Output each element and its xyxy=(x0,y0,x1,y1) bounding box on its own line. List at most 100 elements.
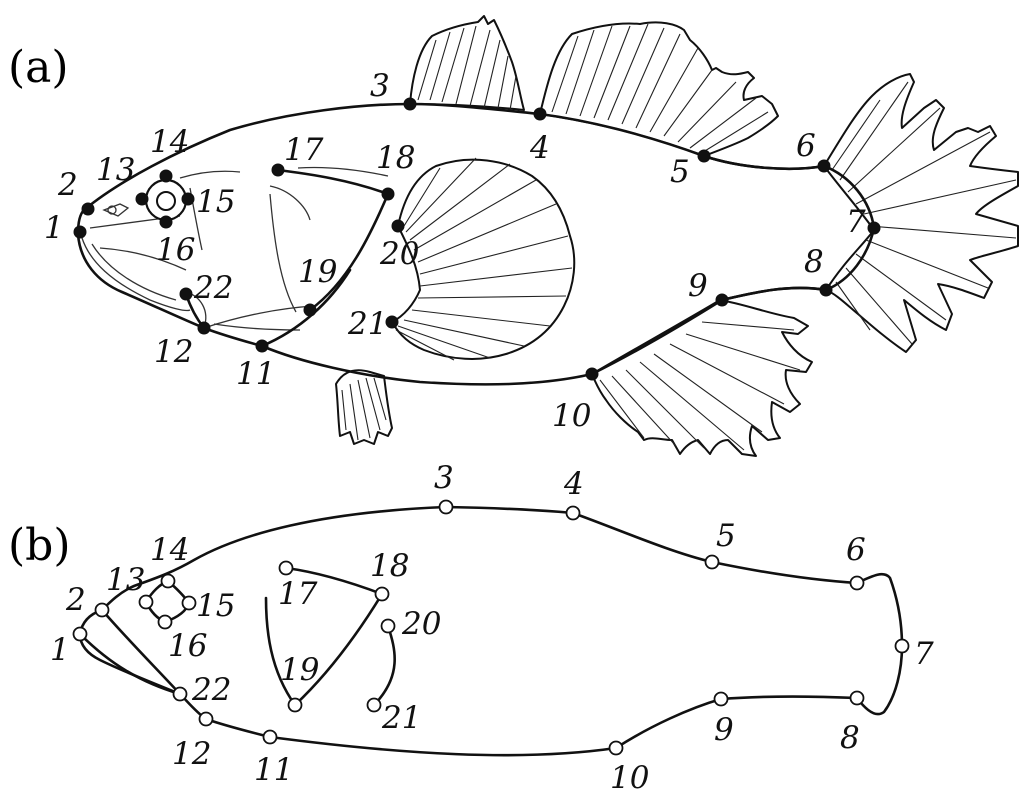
landmark-b-6-label: 6 xyxy=(846,532,866,568)
panel-a-label: (a) xyxy=(8,42,69,93)
first-dorsal-fin xyxy=(410,16,524,110)
landmark-b-10-point xyxy=(610,742,623,755)
landmark-b-5-label: 5 xyxy=(716,518,736,554)
landmark-a-14-label: 14 xyxy=(150,124,189,160)
landmark-b-2-point xyxy=(96,604,109,617)
landmark-a-10-label: 10 xyxy=(552,398,591,434)
landmark-b-16-label: 16 xyxy=(168,628,207,664)
landmark-a-12-label: 12 xyxy=(154,334,193,370)
landmark-a-1-label: 1 xyxy=(44,210,64,246)
landmark-b-18-label: 18 xyxy=(370,548,409,584)
landmark-b-9-point xyxy=(715,693,728,706)
outline-20-21 xyxy=(374,626,395,705)
landmark-a-11-label: 11 xyxy=(236,356,275,392)
landmark-b-1-label: 1 xyxy=(50,632,70,668)
landmark-a-22-point xyxy=(180,288,192,300)
landmark-a-15-label: 15 xyxy=(196,184,235,220)
landmark-b-1-point xyxy=(74,628,87,641)
landmark-b-21-label: 21 xyxy=(381,700,421,736)
landmark-a-8-label: 8 xyxy=(804,244,824,280)
landmark-a-21-point xyxy=(386,316,398,328)
landmark-b-11-point xyxy=(264,731,277,744)
landmark-a-20-point xyxy=(392,220,404,232)
landmark-a-2-point xyxy=(82,203,94,215)
landmark-a-7-label: 7 xyxy=(846,204,866,240)
landmark-a-1-point xyxy=(74,226,86,238)
landmark-b-19-label: 19 xyxy=(280,652,319,688)
landmark-a-8-point xyxy=(820,284,832,296)
landmark-a-4-label: 4 xyxy=(529,130,550,166)
landmark-a-3-label: 3 xyxy=(370,68,390,104)
second-dorsal-fin xyxy=(540,22,778,156)
landmark-b-15-point xyxy=(183,597,196,610)
anal-fin xyxy=(592,300,812,456)
landmark-a-6-point xyxy=(818,160,830,172)
landmark-b-8-point xyxy=(851,692,864,705)
landmark-b-18-point xyxy=(376,588,389,601)
landmark-a-2-label: 2 xyxy=(57,167,78,203)
landmark-b-14-label: 14 xyxy=(150,532,189,568)
landmark-b-10-label: 10 xyxy=(610,760,649,794)
landmark-a-19-label: 19 xyxy=(298,254,337,290)
landmark-b-3-point xyxy=(440,501,453,514)
line-9-8 xyxy=(722,288,826,300)
landmark-b-16-point xyxy=(159,616,172,629)
landmark-a-18-point xyxy=(382,188,394,200)
landmark-b-2-label: 2 xyxy=(65,582,86,618)
pelvic-fin xyxy=(336,370,392,444)
landmark-a-14-point xyxy=(160,170,172,182)
landmark-b-14-point xyxy=(162,575,175,588)
landmark-b-4-point xyxy=(567,507,580,520)
landmark-b-17-label: 17 xyxy=(278,576,318,612)
landmark-a-16-point xyxy=(160,216,172,228)
landmark-a-17-label: 17 xyxy=(284,132,324,168)
landmark-a-11-point xyxy=(256,340,268,352)
landmark-b-8-label: 8 xyxy=(840,720,860,756)
landmark-b-17-point xyxy=(280,562,293,575)
landmark-a-4-point xyxy=(534,108,546,120)
landmark-a-19-point xyxy=(304,304,316,316)
landmark-a-12-point xyxy=(198,322,210,334)
landmark-b-22-point xyxy=(174,688,187,701)
landmark-b-12-point xyxy=(200,713,213,726)
landmark-a-13-label: 13 xyxy=(96,152,135,188)
landmark-b-4-label: 4 xyxy=(563,466,584,502)
landmark-a-22-label: 22 xyxy=(193,270,233,306)
landmark-b-20-label: 20 xyxy=(401,606,441,642)
landmark-a-10-point xyxy=(586,368,598,380)
landmark-b-3-label: 3 xyxy=(434,460,454,496)
landmark-b-15-label: 15 xyxy=(196,588,235,624)
outline-1-22 xyxy=(80,634,180,694)
landmark-b-19-point xyxy=(289,699,302,712)
landmark-a-15-point xyxy=(182,193,194,205)
landmark-a-6-label: 6 xyxy=(796,128,816,164)
landmark-b-6-point xyxy=(851,577,864,590)
landmark-b-9-label: 9 xyxy=(714,712,734,748)
landmark-b-21-point xyxy=(368,699,381,712)
landmark-a-9-label: 9 xyxy=(688,268,708,304)
panel-b: (b) xyxy=(8,507,902,755)
landmark-a-20-label: 20 xyxy=(379,236,419,272)
landmark-b-20-point xyxy=(382,620,395,633)
landmark-a-5-point xyxy=(698,150,710,162)
landmark-b-7-point xyxy=(896,640,909,653)
landmark-b-13-label: 13 xyxy=(106,562,145,598)
landmark-a-3-point xyxy=(404,98,416,110)
landmark-a-21-label: 21 xyxy=(347,306,387,342)
line-17-18 xyxy=(278,170,388,194)
landmark-b-22-label: 22 xyxy=(191,672,231,708)
landmark-b-7-label: 7 xyxy=(914,636,934,672)
landmark-a-13-point xyxy=(136,193,148,205)
landmark-b-5-point xyxy=(706,556,719,569)
landmark-a-7-point xyxy=(868,222,880,234)
eye xyxy=(146,180,186,220)
line-18-19 xyxy=(310,194,388,310)
landmark-a-16-label: 16 xyxy=(156,232,195,268)
landmark-a-5-label: 5 xyxy=(670,154,690,190)
landmark-b-11-label: 11 xyxy=(254,752,293,788)
panel-b-label: (b) xyxy=(8,520,71,571)
landmark-a-17-point xyxy=(272,164,284,176)
landmark-a-18-label: 18 xyxy=(376,140,415,176)
